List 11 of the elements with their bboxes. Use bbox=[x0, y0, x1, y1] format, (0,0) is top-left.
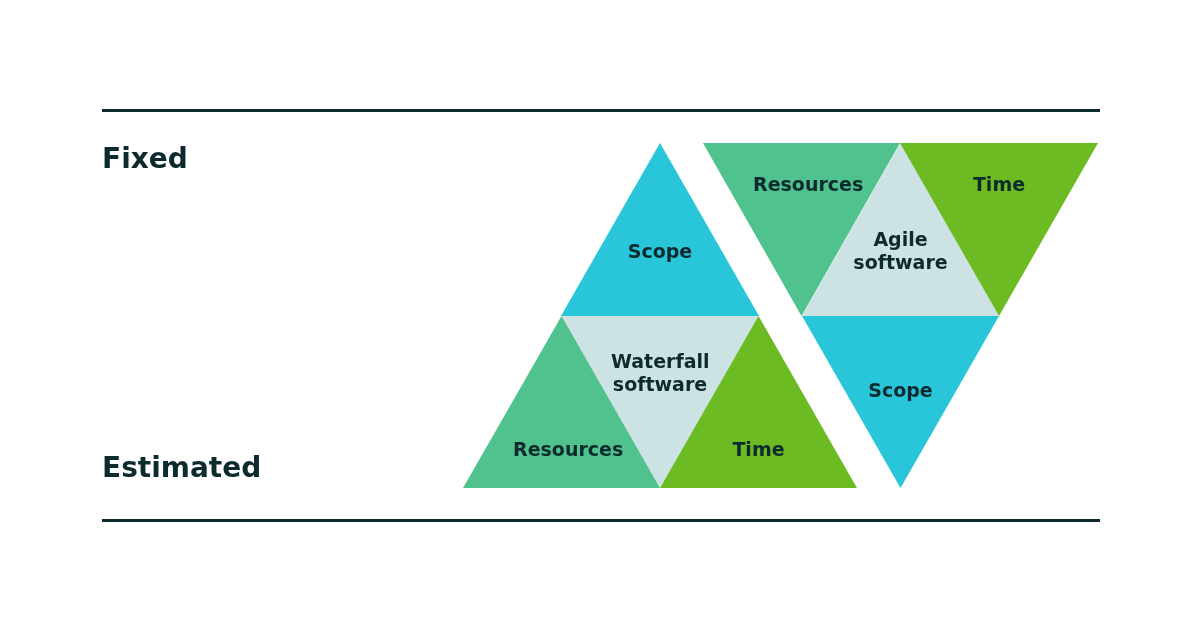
triangle-label: Time bbox=[731, 438, 786, 461]
triangle-label: Scope bbox=[626, 240, 694, 263]
row-label: Fixed bbox=[102, 142, 188, 175]
triangle-label: Resources bbox=[512, 438, 625, 461]
downward-triangle bbox=[802, 316, 999, 488]
triangle-label: Waterfall software bbox=[610, 350, 711, 396]
triangle-label: Resources bbox=[752, 173, 865, 196]
row-label: Estimated bbox=[102, 451, 262, 484]
triangle-label: Agile software bbox=[852, 228, 949, 274]
triangle-label: Scope bbox=[867, 379, 934, 402]
triangle-label: Time bbox=[971, 173, 1027, 196]
